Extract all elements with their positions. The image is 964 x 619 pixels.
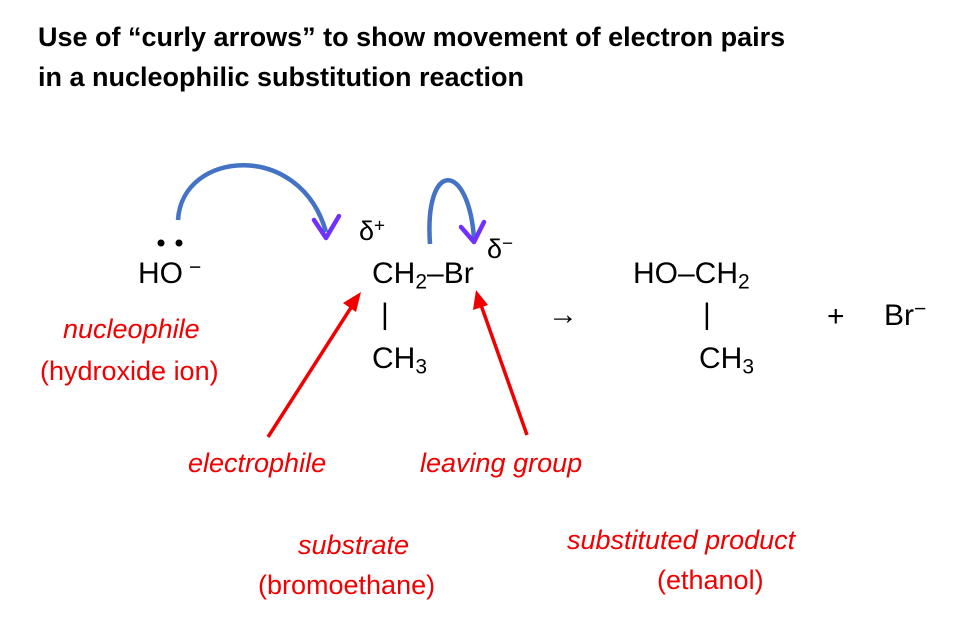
electrophile-pointer-arrow [266,305,354,438]
hydroxide-formula: HO [138,257,183,290]
bromoethane-label: (bromoethane) [258,570,436,600]
electrophile-label: electrophile [188,448,327,478]
ch-group: CH [372,257,416,290]
product-bond: | [703,298,711,331]
subscript-2: 2 [738,270,750,294]
delta-minus-sign: − [502,233,514,255]
delta-plus-sign: + [374,215,386,237]
delta-symbol: δ [487,234,503,264]
ch-group: CH [372,342,416,375]
subscript-3: 3 [415,355,428,379]
lone-pair-dot [175,239,183,247]
substrate-label: substrate [298,530,410,560]
product-methyl: CH3 [699,342,754,378]
lone-pair-dot [157,239,165,247]
bromide-charge: − [914,297,927,321]
curly-arrow-bond-break [427,178,477,245]
subscript-2: 2 [415,270,428,294]
ethanol-label: (ethanol) [657,565,764,595]
delta-symbol: δ [359,216,375,246]
substrate-methyl: CH3 [372,342,427,378]
substrate-bond: | [381,298,389,331]
subscript-3: 3 [742,355,755,379]
curly-arrow-nucleophile-attack [175,163,329,233]
ch-group: CH [699,342,743,375]
substituted-product-label: substituted product [567,525,796,555]
ho-ch-group: HO–CH [633,257,739,290]
plus-sign: + [827,300,845,333]
hydroxide-charge: − [189,255,202,279]
arrow-head-1-icon [311,213,342,241]
arrow-head-2-icon [458,219,487,245]
nucleophile-label: nucleophile [63,314,200,344]
leaving-group-label: leaving group [420,448,583,478]
reaction-arrow: → [548,298,578,331]
substrate-top-line: CH2–Br [372,257,474,293]
bromide-formula: Br [884,299,914,332]
delta-plus: δ+ [359,215,386,246]
leaving-group-pointer-arrow [479,304,529,436]
delta-minus: δ− [487,233,514,264]
bromide-ion: Br− [884,297,927,332]
leaving-group-arrow-head-icon [473,290,488,310]
hydroxide-ion-label: (hydroxide ion) [40,356,219,386]
hydroxide-ion: HO− [138,255,202,290]
title-line-2: in a nucleophilic substitution reaction [38,62,525,92]
product-top-line: HO–CH2 [633,257,750,293]
title-line-1: Use of “curly arrows” to show movement o… [38,22,786,52]
bromine-bond: –Br [427,257,474,290]
electrophile-arrow-head-icon [343,292,361,312]
